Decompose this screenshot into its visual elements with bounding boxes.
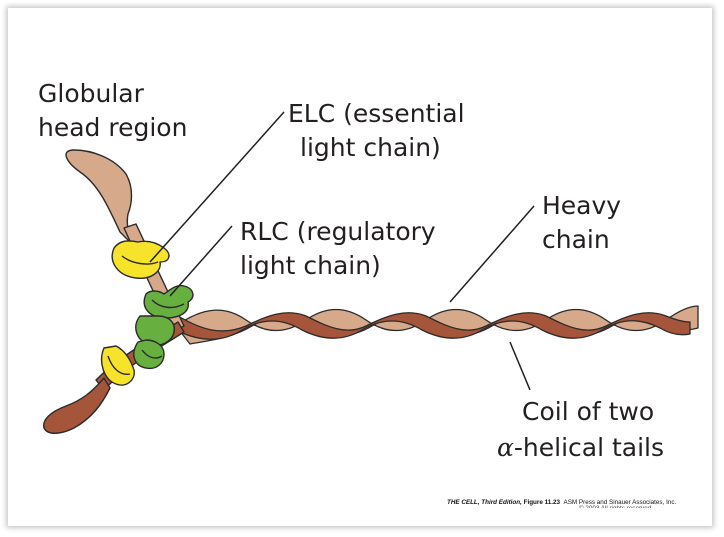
heavy-chain-leader [450, 206, 534, 302]
lower-globular-head [44, 378, 110, 433]
rlc-lower [134, 340, 164, 368]
heavy-chain-label-line1: Heavy [542, 190, 621, 221]
coil-label-line1: Coil of two [522, 396, 654, 427]
credit-copyright: © 2003 All rights reserved [579, 505, 651, 508]
globular-head-label-line2: head region [38, 112, 187, 143]
figure-credit: THE CELL, Third Edition, Figure 11.23 AS… [447, 499, 676, 507]
alpha-symbol: α [497, 433, 514, 462]
heavy-chain-label-line2: chain [542, 224, 610, 255]
coil-label-line2-text: -helical tails [514, 433, 664, 462]
coiled-tail [176, 306, 698, 344]
upper-globular-head [66, 150, 134, 246]
rlc-leader [170, 226, 232, 296]
coil-leader [510, 342, 530, 390]
rlc-label-line2: light chain) [240, 250, 381, 281]
elc-upper [112, 241, 169, 278]
globular-head-label-line1: Globular [38, 78, 144, 109]
credit-figure: Figure 11.23 [524, 499, 560, 506]
coil-label-line2: α-helical tails [497, 432, 664, 463]
credit-book: THE CELL, Third Edition, [447, 499, 522, 506]
elc-label-line1: ELC (essential [288, 98, 465, 129]
rlc-upper [144, 286, 193, 318]
rlc-label-line1: RLC (regulatory [240, 216, 436, 247]
elc-label-line2: light chain) [300, 132, 441, 163]
